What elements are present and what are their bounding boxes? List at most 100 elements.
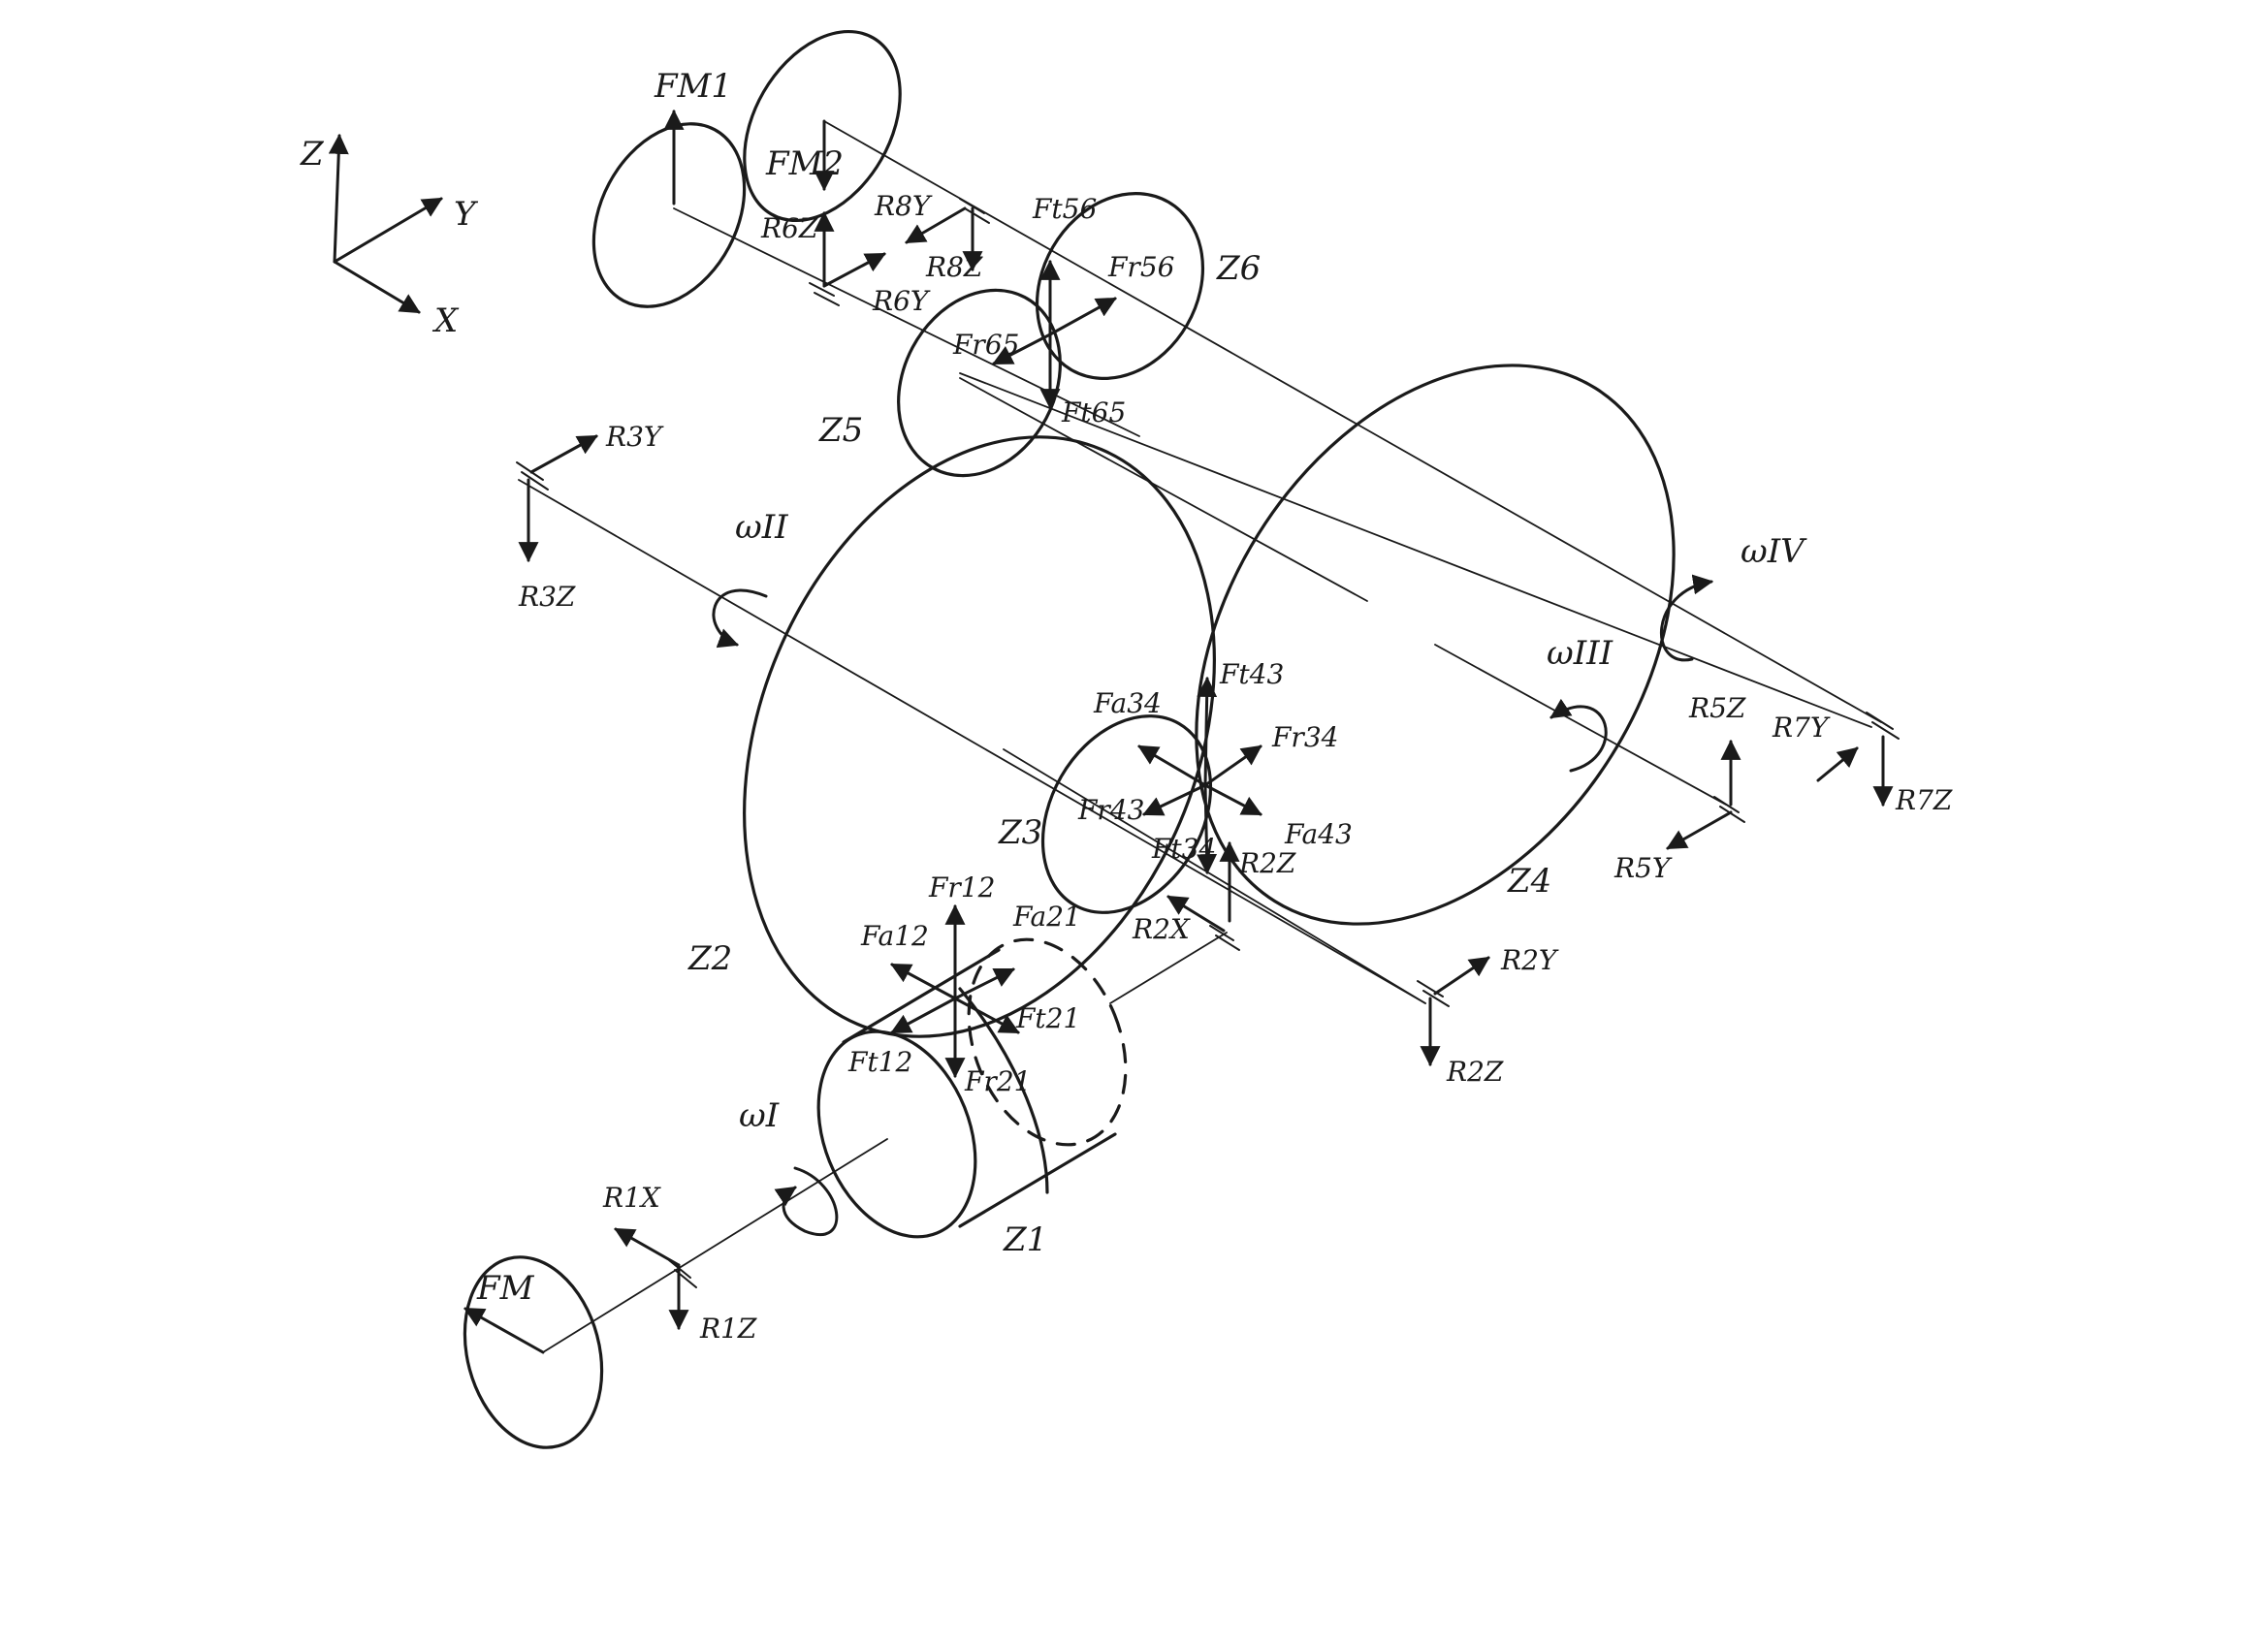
label-z1: Z1 xyxy=(1003,1220,1047,1259)
label-z2: Z2 xyxy=(687,939,732,978)
force-fa43-arrow xyxy=(1203,783,1262,816)
force-fr65-arrow xyxy=(992,333,1052,365)
forces xyxy=(463,109,1262,1354)
omega-III-arc xyxy=(1549,698,1608,773)
x-axis-label: X xyxy=(431,301,460,340)
x-axis-arrow xyxy=(333,260,421,314)
shaft-II xyxy=(518,479,1426,1004)
gear-z4 xyxy=(1195,364,1676,926)
pulley-fm1 xyxy=(591,122,747,308)
pulley-fm2 xyxy=(743,29,902,223)
label-fr43: Fr43 xyxy=(1077,794,1144,826)
label-omega-I: ωI xyxy=(739,1096,780,1135)
label-r8z: R8Z xyxy=(925,251,983,283)
label-z3: Z3 xyxy=(998,813,1042,852)
label-omega-II: ωII xyxy=(735,508,788,547)
label-fa34: Fa34 xyxy=(1093,687,1162,719)
coordinate-axes: Z Y X xyxy=(300,133,479,340)
label-ft65: Ft65 xyxy=(1061,396,1126,428)
reaction-r1x-arrow xyxy=(614,1227,681,1267)
label-ft43: Ft43 xyxy=(1219,658,1284,690)
angular-velocities xyxy=(712,574,1714,1236)
reaction-r8y-arrow xyxy=(905,206,967,244)
z-axis-label: Z xyxy=(300,135,325,174)
label-fr56: Fr56 xyxy=(1107,251,1174,283)
label-fr34: Fr34 xyxy=(1271,721,1338,753)
label-r1x: R1X xyxy=(602,1182,661,1214)
force-fr34-arrow xyxy=(1203,744,1262,787)
label-r5z: R5Z xyxy=(1688,692,1746,724)
shaft-V xyxy=(673,207,1140,437)
bearing-2-right xyxy=(1417,980,1450,1007)
omega-II-arc xyxy=(712,588,768,649)
force-fm-arrow xyxy=(463,1307,545,1354)
label-fa21: Fa21 xyxy=(1012,901,1081,933)
label-z4: Z4 xyxy=(1507,862,1551,901)
shaft-II-upper xyxy=(959,377,1368,602)
bearing-8 xyxy=(959,198,990,224)
reaction-r2y-arrow xyxy=(1433,956,1490,996)
label-ft12: Ft12 xyxy=(847,1046,912,1078)
force-fr43-arrow xyxy=(1142,783,1207,816)
omega-IV-arc xyxy=(1660,574,1714,662)
shaft-III xyxy=(1434,644,1727,806)
gear-z2 xyxy=(743,435,1216,1038)
z-axis-arrow xyxy=(328,133,349,264)
label-ft56: Ft56 xyxy=(1032,193,1097,225)
force-fa21-arrow xyxy=(953,967,1015,1000)
force-ft21-arrow xyxy=(953,997,1020,1034)
reaction-r5y-arrow xyxy=(1666,810,1733,850)
label-fr12: Fr12 xyxy=(928,871,995,903)
gear-z1-bottom-edge xyxy=(958,1132,1117,1228)
force-ft43-arrow xyxy=(1197,676,1218,787)
reaction-r6y-arrow xyxy=(822,252,886,288)
gear-z6 xyxy=(1035,192,1205,380)
label-r2x: R2X xyxy=(1132,913,1191,945)
label-fr65: Fr65 xyxy=(952,329,1019,361)
label-omega-IV: ωIV xyxy=(1741,532,1807,571)
label-z5: Z5 xyxy=(818,411,863,450)
label-fm1: FM1 xyxy=(654,67,732,106)
shaft-I-extension xyxy=(1109,932,1228,1004)
y-axis-label: Y xyxy=(454,195,479,234)
force-fa34-arrow xyxy=(1137,744,1207,787)
force-ft34-arrow xyxy=(1197,783,1218,875)
label-z6: Z6 xyxy=(1216,249,1261,288)
bearing-3 xyxy=(516,461,549,491)
bearing-1 xyxy=(668,1259,697,1288)
label-r3y: R3Y xyxy=(605,421,664,453)
label-ft34: Ft34 xyxy=(1151,833,1216,865)
bearing-2-left xyxy=(1209,925,1240,951)
label-r5y: R5Y xyxy=(1613,852,1673,884)
label-r2z: R2Z xyxy=(1446,1056,1504,1088)
label-ft21: Ft21 xyxy=(1015,1002,1080,1034)
gear-z3 xyxy=(1040,714,1213,914)
force-fr56-arrow xyxy=(1048,297,1117,336)
label-r2z-upper: R2Z xyxy=(1238,847,1296,879)
reactions xyxy=(518,206,1894,1331)
reaction-r7y-arrow xyxy=(1816,746,1859,782)
reaction-r2x-arrow xyxy=(1166,895,1226,933)
force-ft12-arrow xyxy=(890,997,957,1034)
force-fa12-arrow xyxy=(890,963,957,1000)
motor-pulley xyxy=(463,1255,604,1449)
label-fr21: Fr21 xyxy=(964,1065,1031,1097)
bearing-7 xyxy=(1866,712,1900,740)
gear-z1-top-edge xyxy=(842,948,1001,1044)
label-r1z: R1Z xyxy=(699,1313,757,1345)
label-r2y: R2Y xyxy=(1500,944,1559,976)
labels: Z1 Z2 Z3 Z4 Z5 Z6 ωI ωII ωIII ωIV FM FM1… xyxy=(476,67,1953,1345)
shaft-I xyxy=(542,1138,888,1353)
bearings xyxy=(516,198,1900,1288)
label-r6y: R6Y xyxy=(872,285,931,317)
label-r8y: R8Y xyxy=(874,190,933,222)
label-r3z: R3Z xyxy=(518,581,576,613)
label-fa43: Fa43 xyxy=(1284,818,1353,850)
label-r6z: R6Z xyxy=(760,212,818,244)
y-axis-arrow xyxy=(333,197,443,264)
label-fa12: Fa12 xyxy=(860,920,929,952)
reaction-r3y-arrow xyxy=(529,434,598,474)
shaft-II-lower xyxy=(1003,748,1426,1004)
label-omega-III: ωIII xyxy=(1547,634,1613,673)
